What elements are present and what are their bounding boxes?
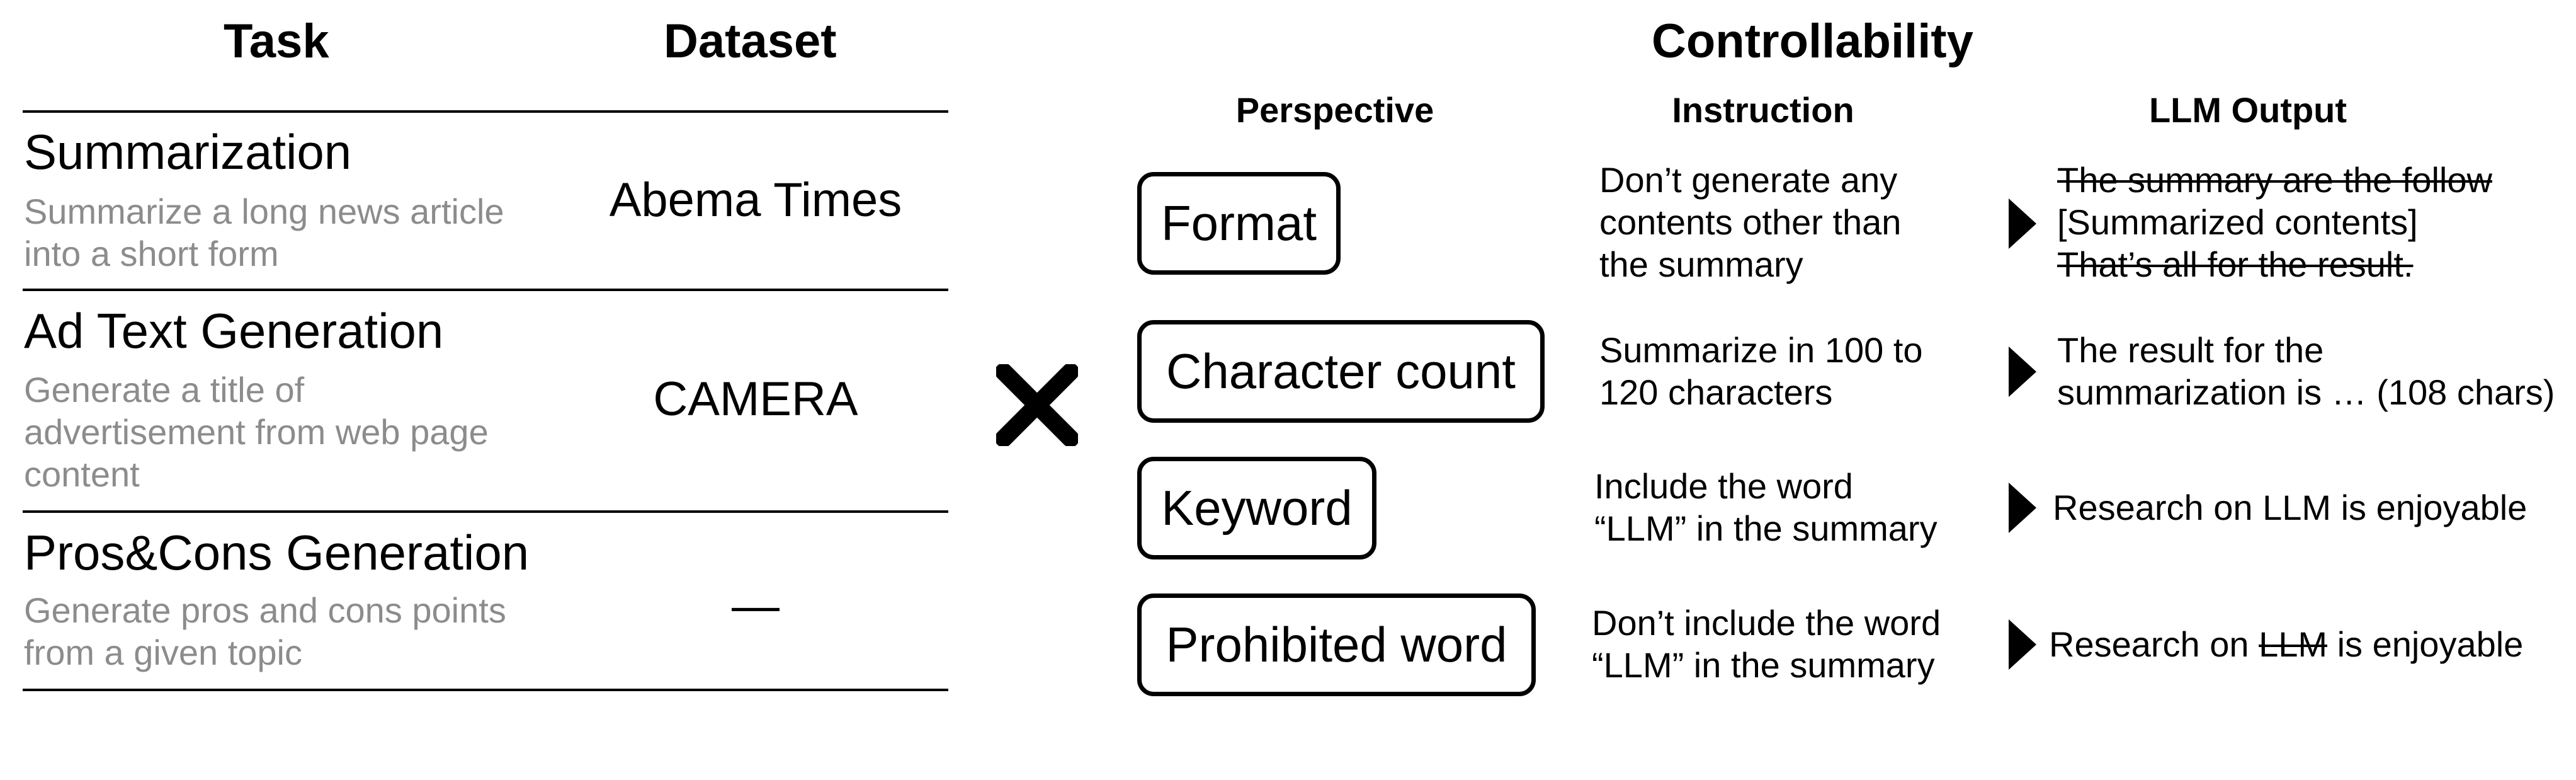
arrow-right-icon [2009, 619, 2036, 670]
perspective-header: Perspective [1235, 90, 1434, 130]
dataset-camera: CAMERA [653, 372, 858, 426]
instruction-header: Instruction [1672, 90, 1854, 130]
dataset-none: — [732, 579, 780, 633]
table-rule-2 [23, 510, 948, 513]
dataset-header: Dataset [664, 14, 837, 68]
task-desc-summarization: Summarize a long news article into a sho… [24, 190, 504, 275]
instruction-line: Summarize in 100 to [1599, 330, 1923, 370]
output-line: Research on LLM is enjoyable [2053, 488, 2528, 527]
dataset-abema-times: Abema Times [609, 173, 902, 227]
instruction-format: Don’t generate any contents other than t… [1599, 159, 1901, 285]
perspective-label: Prohibited word [1166, 617, 1507, 672]
instruction-line: Don’t include the word [1592, 603, 1941, 643]
instruction-line: 120 characters [1599, 372, 1833, 412]
instruction-line: “LLM” in the summary [1594, 508, 1938, 548]
output-line: [Summarized contents] [2057, 202, 2418, 242]
instruction-line: “LLM” in the summary [1592, 645, 1935, 685]
instruction-prohibited-word: Don’t include the word “LLM” in the summ… [1592, 602, 1941, 686]
arrow-right-icon [2009, 347, 2036, 397]
task-name-ad-text: Ad Text Generation [24, 303, 444, 358]
task-desc-pros-cons: Generate pros and cons points from a giv… [24, 589, 506, 674]
output-prohibited-word: Research on LLM is enjoyable [2049, 623, 2523, 665]
output-line-struck: The summary are the follow [2057, 160, 2492, 200]
output-line: summarization is … (108 chars) [2057, 372, 2555, 412]
instruction-character-count: Summarize in 100 to 120 characters [1599, 329, 1923, 413]
table-rule-bottom [23, 689, 948, 691]
controllability-header: Controllability [1652, 14, 1973, 68]
cross-icon [995, 363, 1079, 447]
task-desc-line: advertisement from web page [24, 412, 489, 452]
table-rule-1 [23, 289, 948, 291]
output-part-struck: LLM [2259, 624, 2328, 664]
arrow-right-icon [2009, 483, 2036, 533]
task-desc-line: Summarize a long news article [24, 192, 504, 231]
output-part: is enjoyable [2327, 624, 2524, 664]
perspective-character-count: Character count [1137, 320, 1545, 423]
task-desc-line: content [24, 454, 140, 494]
perspective-label: Keyword [1161, 480, 1353, 536]
output-line: The result for the [2057, 330, 2324, 370]
instruction-keyword: Include the word “LLM” in the summary [1594, 465, 1938, 549]
task-desc-line: Generate pros and cons points [24, 590, 506, 630]
instruction-line: contents other than [1599, 202, 1902, 242]
instruction-line: Include the word [1594, 466, 1853, 506]
perspective-prohibited-word: Prohibited word [1137, 594, 1536, 696]
instruction-line: Don’t generate any [1599, 160, 1898, 200]
task-name-pros-cons: Pros&Cons Generation [24, 525, 530, 580]
output-part: Research on [2049, 624, 2259, 664]
output-line-struck: That’s all for the result. [2057, 244, 2414, 284]
perspective-keyword: Keyword [1137, 457, 1376, 559]
task-header: Task [224, 14, 329, 68]
instruction-line: the summary [1599, 244, 1803, 284]
perspective-label: Character count [1166, 343, 1516, 399]
output-character-count: The result for the summarization is … (1… [2057, 329, 2555, 413]
task-desc-line: Generate a title of [24, 370, 305, 410]
llm-output-header: LLM Output [2148, 90, 2347, 130]
perspective-label: Format [1160, 195, 1317, 251]
output-keyword: Research on LLM is enjoyable [2053, 486, 2527, 529]
task-name-summarization: Summarization [24, 124, 352, 180]
output-format: The summary are the follow [Summarized c… [2057, 159, 2492, 285]
task-desc-line: from a given topic [24, 633, 302, 672]
table-rule-top [23, 110, 948, 113]
task-desc-line: into a short form [24, 234, 279, 273]
arrow-right-icon [2009, 198, 2036, 249]
perspective-format: Format [1137, 172, 1341, 275]
task-desc-ad-text: Generate a title of advertisement from w… [24, 369, 489, 495]
